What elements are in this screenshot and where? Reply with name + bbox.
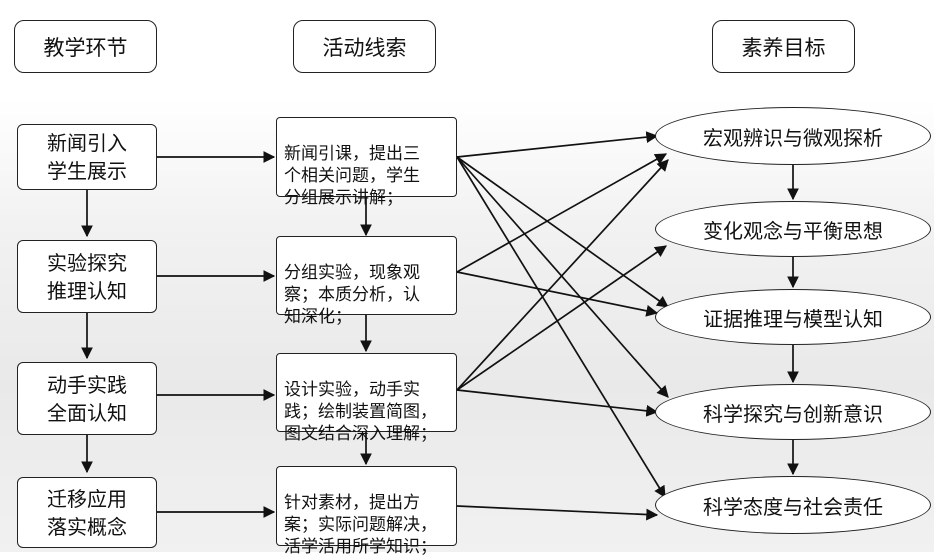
activity-box-1: 新闻引课，提出三 个相关问题，学生 分组展示讲解；	[276, 117, 457, 208]
goal-label-4: 科学探究与创新意识	[703, 401, 883, 426]
stage-label-2: 实验探究 推理认知	[47, 250, 127, 303]
link-activity2-goal3	[456, 271, 659, 317]
goal-label-5: 科学态度与社会责任	[703, 494, 883, 519]
link-activity1-goal1	[456, 131, 659, 158]
link-activity4-goal5	[456, 505, 659, 521]
activity-text-4: 针对素材，提出方 案；实际问题解决， 活学活用所学知识；	[284, 493, 437, 557]
link-activity2-goal1	[456, 153, 668, 273]
activity-box-2: 分组实验，现象观 察；本质分析，认 知深化；	[276, 236, 457, 327]
header-activity-thread: 活动线索	[293, 20, 436, 73]
stage-box-1: 新闻引入 学生展示	[17, 124, 157, 190]
goal-ellipse-4: 科学探究与创新意识	[655, 384, 931, 440]
stage-label-4: 迁移应用 落实概念	[47, 486, 127, 539]
activity-box-3: 设计实验，动手实 践；绘制装置简图， 图文结合深入理解；	[276, 353, 457, 444]
link-activity1-goal4	[456, 156, 669, 398]
goal-label-3: 证据推理与模型认知	[703, 306, 883, 331]
activity-text-1: 新闻引课，提出三 个相关问题，学生 分组展示讲解；	[284, 144, 420, 208]
link-activity1-goal3	[456, 156, 669, 308]
activity-text-2: 分组实验，现象观 察；本质分析，认 知深化；	[284, 263, 420, 327]
stage-box-3: 动手实践 全面认知	[17, 362, 157, 435]
link-activity3-goal4	[456, 389, 659, 417]
goal-label-2: 变化观念与平衡思想	[703, 218, 883, 243]
header-teaching-stage: 教学环节	[14, 20, 157, 73]
stage-box-2: 实验探究 推理认知	[17, 240, 157, 313]
activity-text-3: 设计实验，动手实 践；绘制装置简图， 图文结合深入理解；	[284, 380, 437, 444]
activity-box-4: 针对素材，提出方 案；实际问题解决， 活学活用所学知识；	[276, 466, 457, 557]
link-activity1-goal5	[456, 156, 666, 499]
stage-label-1: 新闻引入 学生展示	[47, 131, 127, 183]
goal-label-1: 宏观辨识与微观探析	[703, 125, 883, 150]
goal-ellipse-3: 证据推理与模型认知	[655, 289, 931, 345]
header-teaching-stage-label: 教学环节	[43, 35, 128, 60]
stage-label-3: 动手实践 全面认知	[47, 372, 127, 425]
header-literacy-goal: 素养目标	[712, 20, 855, 73]
goal-ellipse-5: 科学态度与社会责任	[655, 476, 931, 534]
goal-ellipse-2: 变化观念与平衡思想	[655, 201, 931, 257]
goal-ellipse-1: 宏观辨识与微观探析	[655, 107, 931, 165]
stage-box-4: 迁移应用 落实概念	[17, 477, 157, 548]
link-activity3-goal1	[456, 159, 669, 391]
link-activity3-goal2	[456, 245, 667, 391]
header-literacy-goal-label: 素养目标	[741, 35, 826, 60]
header-activity-thread-label: 活动线索	[322, 35, 407, 60]
